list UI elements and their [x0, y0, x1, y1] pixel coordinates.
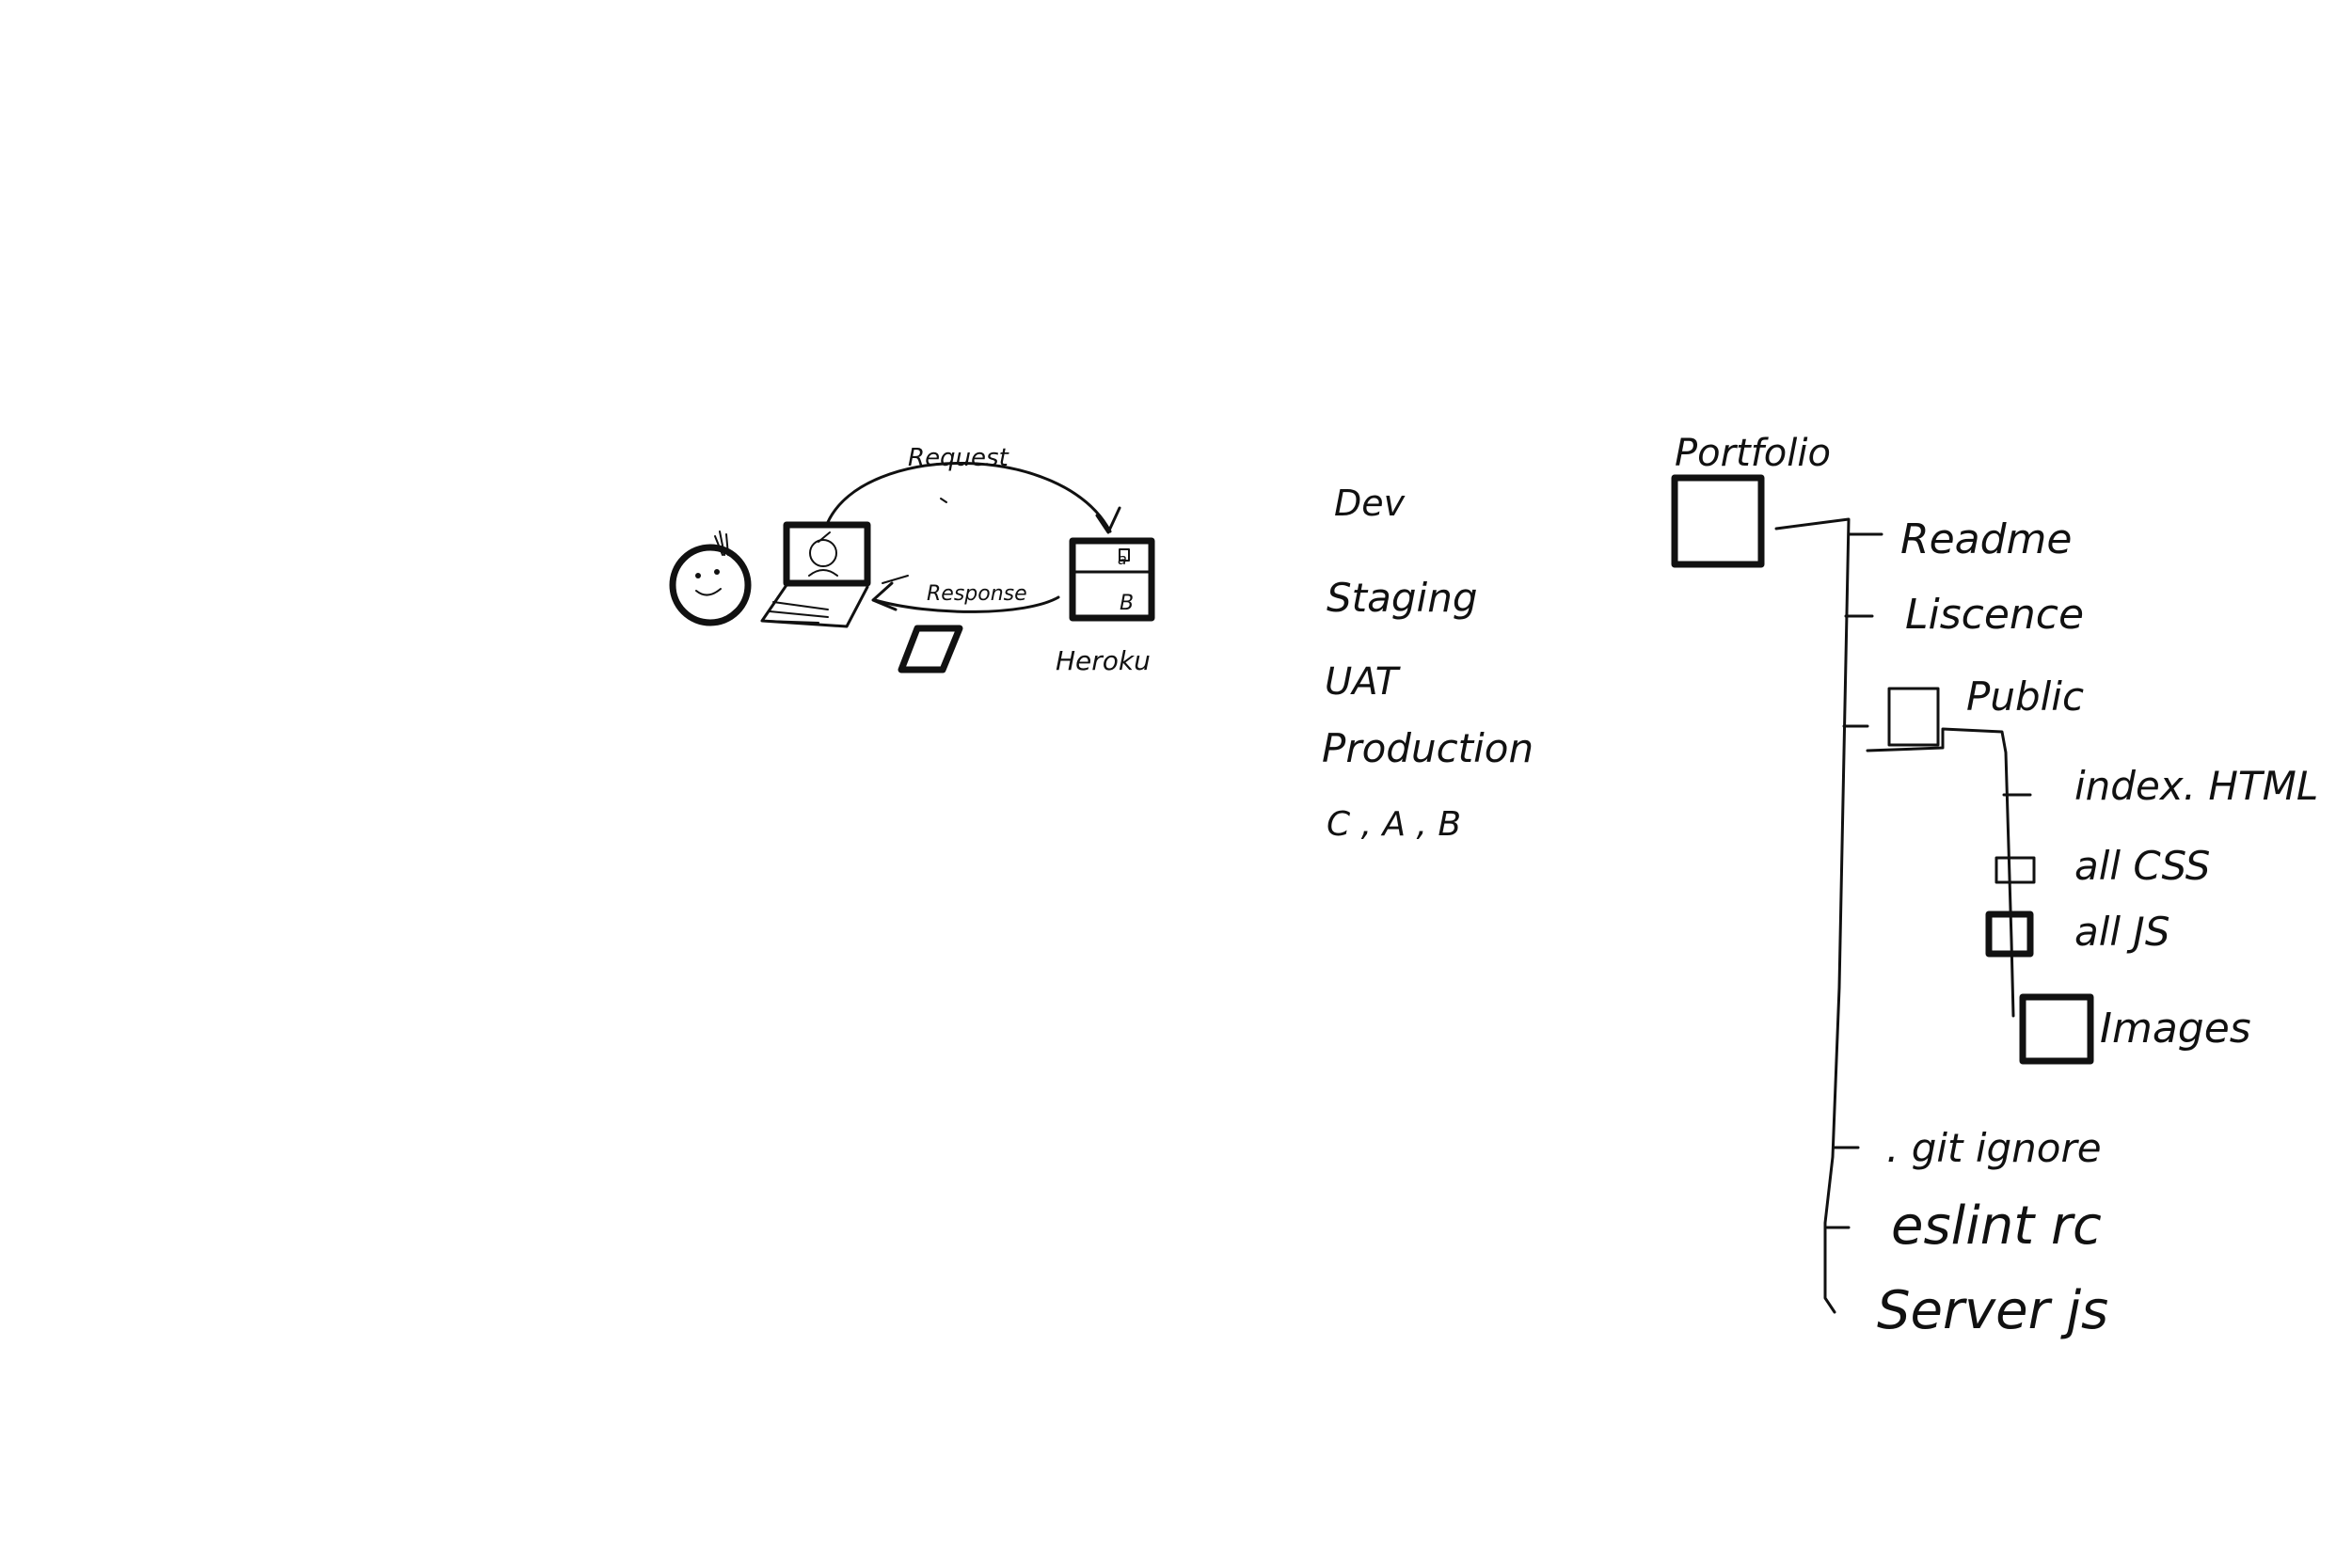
folder-images: Images: [2100, 1005, 2251, 1053]
root-folder-icon: [1671, 474, 1765, 568]
server-row-a: a: [1118, 550, 1127, 568]
env-order: C , A , B: [1327, 805, 1461, 844]
server-row-b: B: [1120, 592, 1134, 615]
server-icon: [1069, 537, 1155, 622]
request-label: Request: [908, 444, 1009, 472]
response-label: Response: [927, 582, 1027, 606]
file-all-css: all CSS: [2074, 843, 2210, 889]
tablet-icon: [898, 625, 963, 673]
response-arrow: [871, 575, 1060, 613]
file-gitignore: . git ignore: [1886, 1125, 2102, 1171]
env-uat: UAT: [1325, 660, 1402, 704]
file-index-html: index. HTML: [2074, 763, 2318, 809]
file-all-js: all JS: [2074, 909, 2169, 955]
env-dev: Dev: [1334, 483, 1406, 524]
file-tree: Portfolio Readme Liscence Public index. …: [1671, 432, 2318, 1341]
images-folder-icon: [2019, 993, 2094, 1065]
file-server-js: Server js: [1877, 1280, 2108, 1341]
file-license: Liscence: [1905, 591, 2084, 639]
user-avatar-icon: [669, 531, 752, 626]
env-staging: Staging: [1327, 575, 1477, 621]
env-production: Production: [1322, 725, 1534, 771]
public-folder-icon: [1887, 687, 1940, 747]
folder-public: Public: [1966, 673, 2084, 720]
file-eslintrc: eslint rc: [1891, 1196, 2102, 1257]
laptop-icon: [760, 521, 871, 628]
file-readme: Readme: [1900, 515, 2072, 563]
environments-list: Dev Staging UAT Production C , A , B: [1322, 483, 1534, 844]
request-arrow: [826, 461, 1121, 534]
js-file-icon: [1985, 911, 2034, 958]
root-folder-label: Portfolio: [1675, 432, 1831, 475]
css-file-icon: [1994, 856, 2036, 884]
server-label: Heroku: [1056, 645, 1151, 676]
request-response-sketch: Request Response a B Heroku: [669, 444, 1155, 676]
